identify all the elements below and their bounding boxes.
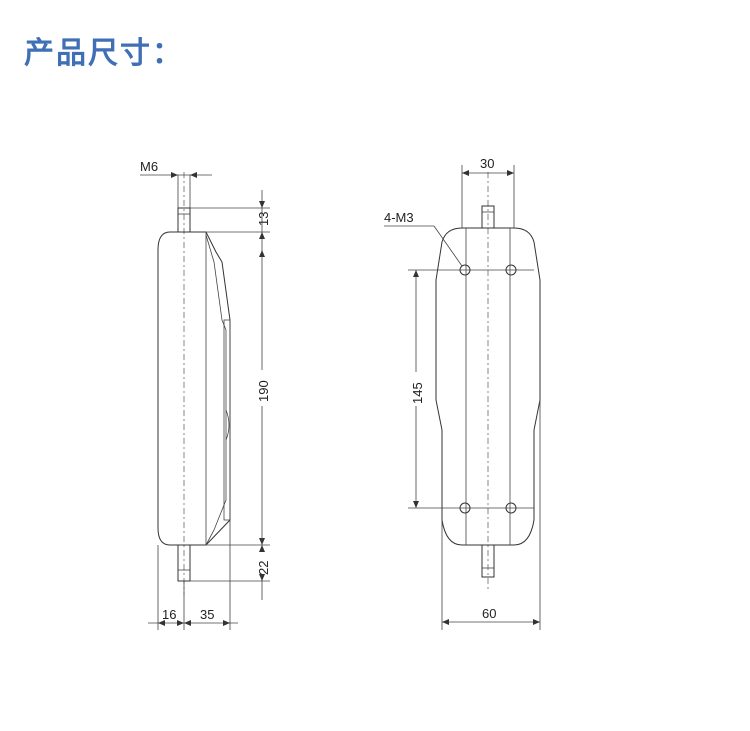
- mounting-hole: [505, 264, 517, 276]
- dim-body-length: 190: [256, 380, 271, 402]
- page-title: 产品尺寸：: [24, 36, 184, 71]
- dim-depth: 35: [200, 607, 214, 622]
- front-view: 30 4-M3 145 60: [384, 156, 541, 630]
- mounting-hole: [505, 502, 517, 514]
- dim-bottom-thread: 22: [256, 561, 271, 575]
- dim-top-width: 30: [480, 156, 494, 171]
- thread-label-m6: M6: [140, 159, 158, 174]
- dim-hole-spacing: 145: [410, 382, 425, 404]
- dim-top-thread: 13: [256, 212, 271, 226]
- hole-label: 4-M3: [384, 210, 414, 225]
- side-body: [157, 231, 231, 546]
- mounting-hole: [459, 264, 471, 276]
- mounting-hole: [459, 502, 471, 514]
- side-view: M6 13 190 22: [140, 159, 271, 630]
- dim-left-offset: 16: [162, 607, 176, 622]
- front-body: [435, 227, 541, 546]
- front-bottom-stud: [481, 544, 495, 578]
- dim-width: 60: [482, 606, 496, 621]
